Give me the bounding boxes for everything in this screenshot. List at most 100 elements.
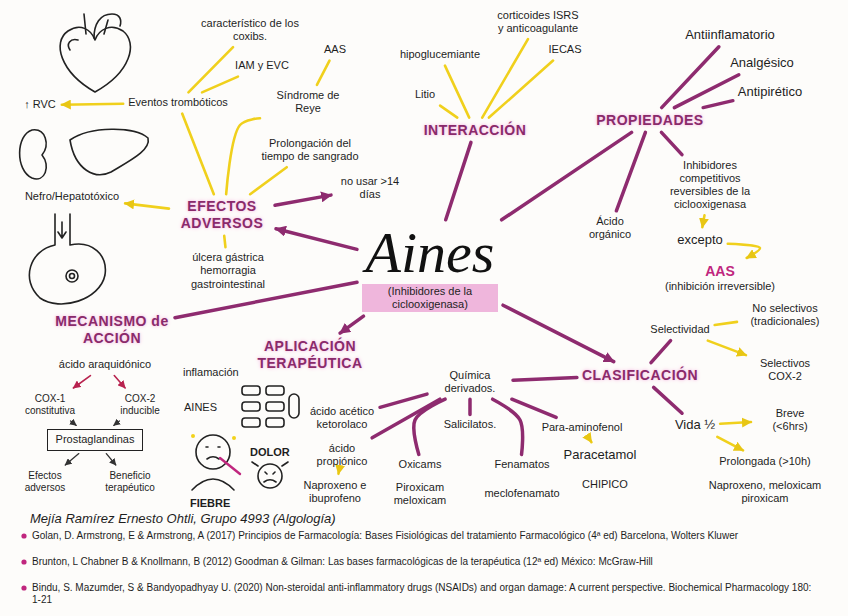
central-topic: Aines(Inhibidores de la ciclooxigenasa)	[360, 223, 500, 313]
illustration-label: FIEBRE	[190, 497, 230, 510]
heading-text: EFECTOS ADVERSOS	[174, 198, 270, 232]
central-title: Aines	[362, 224, 498, 282]
reference-entry: Bindu, S. Mazumder, S & Bandyopadhyay U.…	[32, 582, 822, 606]
heading-text: CLASIFICACIÓN	[582, 367, 698, 384]
connector	[188, 47, 233, 92]
illustration-label: inflamación	[183, 366, 239, 379]
concept-label: Naproxeno, meloxicam piroxicam	[702, 479, 828, 505]
concept-node: Oxicams	[397, 457, 444, 472]
concept-label: ácido acético ketorolaco	[309, 405, 375, 431]
concept-node: Síndrome de Reye	[263, 88, 353, 116]
concept-node: Nefro/Hepatotóxico	[23, 189, 121, 204]
stomach-drawing	[29, 214, 105, 304]
concept-label: hipoglucemiante	[400, 48, 480, 61]
connector	[276, 229, 357, 250]
concept-label: Antiinflamatorio	[685, 27, 775, 43]
concept-label: Breve (<6hrs)	[757, 407, 823, 433]
heading-text: MECANISMO de ACCIÓN	[54, 313, 170, 347]
connector	[513, 378, 577, 381]
kidney-drawing	[20, 130, 47, 179]
connector	[380, 394, 427, 407]
concept-label: Nefro/Hepatotóxico	[25, 190, 119, 203]
illustration-label: DOLOR	[250, 446, 290, 459]
heart-vessels	[68, 14, 120, 50]
concept-label: corticoides ISRS y anticoagulante	[495, 9, 581, 35]
concept-node: característico de los coxibs.	[195, 16, 305, 44]
connector	[702, 215, 704, 227]
concept-label: Prostaglandinas	[56, 433, 135, 446]
branch-heading: INTERACCIÓN	[422, 121, 529, 140]
concept-node: ↑ RVC	[22, 97, 58, 112]
concept-label: Eventos trombóticos	[128, 96, 228, 109]
concept-label: Síndrome de Reye	[265, 89, 351, 115]
pain-face	[258, 464, 282, 488]
heading-text: INTERACCIÓN	[424, 122, 527, 139]
connector	[651, 341, 671, 363]
concept-label: meclofenamato	[484, 487, 559, 500]
connector	[340, 316, 363, 333]
concept-node: Química derivados.	[430, 368, 510, 396]
connector	[73, 376, 90, 388]
ulcer-core	[70, 274, 75, 279]
concept-label: COX-1 constitutiva	[17, 393, 83, 417]
concept-node: Naproxeno e ibuprofeno	[290, 478, 380, 506]
thermometer	[220, 458, 240, 474]
capsule	[289, 394, 299, 418]
concept-label: Química derivados.	[432, 369, 508, 395]
concept-node: AAS(inhibición irreversible)	[663, 262, 777, 294]
concept-label: Selectividad	[650, 323, 709, 336]
illustration-label: CHIPICO	[582, 478, 628, 491]
connector	[616, 132, 645, 210]
branch-heading: MECANISMO de ACCIÓN	[52, 312, 172, 348]
concept-label: Vida ½	[675, 417, 715, 433]
stomach-down-arrow	[58, 222, 66, 238]
reference-entry: Brunton, L Chabner B & Knollmann, B (201…	[32, 556, 653, 568]
concept-label: ↑ RVC	[24, 98, 56, 111]
concept-label: no usar >14 días	[337, 175, 403, 201]
connector	[715, 322, 737, 325]
branch-heading: PROPIEDADES	[594, 111, 705, 130]
connector	[65, 454, 79, 465]
connector	[106, 454, 116, 465]
connector	[372, 399, 440, 438]
pill	[242, 386, 260, 395]
concept-node: IAM y EVC	[233, 58, 291, 73]
process-box: Prostaglandinas	[47, 429, 144, 450]
concept-label: Naproxeno e ibuprofeno	[292, 479, 378, 505]
concept-node: Antiinflamatorio	[683, 26, 777, 44]
connector	[62, 102, 123, 105]
liver-drawing	[70, 129, 148, 174]
concept-label: IAM y EVC	[235, 59, 289, 72]
connector	[489, 61, 553, 118]
concept-node: Salicilatos.	[442, 417, 499, 432]
concept-label: Analgésico	[730, 55, 794, 71]
concept-label: No selectivos (tradicionales)	[742, 302, 828, 328]
connector	[224, 236, 225, 247]
heading-text: PROPIEDADES	[596, 112, 703, 129]
concept-node: Naproxeno, meloxicam piroxicam	[700, 478, 830, 506]
concept-node: Beneficio terapéutico	[93, 469, 167, 495]
connector	[446, 142, 471, 219]
connector	[493, 399, 523, 454]
connector	[114, 376, 125, 388]
connector	[468, 399, 472, 414]
heart-drawing	[60, 27, 130, 92]
branch-heading: EFECTOS ADVERSOS	[172, 197, 272, 233]
reference-bullet	[21, 585, 26, 590]
subtitle: (Inhibidores de la ciclooxigenasa)	[362, 284, 498, 312]
sweat-drop	[191, 434, 195, 438]
illustration-label: AINES	[184, 401, 217, 414]
concept-node: IECAS	[546, 42, 583, 57]
heading-text: APLICACIÓN TERAPÉUTICA	[247, 338, 373, 372]
concept-node: COX-2 inducible	[105, 392, 175, 418]
concept-node: Efectos adversos	[13, 469, 77, 495]
concept-node: Vida ½	[673, 416, 717, 434]
concept-node: ácido acético ketorolaco	[307, 404, 377, 432]
concept-node: no usar >14 días	[335, 174, 405, 202]
connector	[114, 421, 120, 425]
connector	[317, 61, 330, 85]
concept-node: Paracetamol	[562, 446, 639, 464]
branch-heading: APLICACIÓN TERAPÉUTICA	[245, 337, 375, 373]
concept-node: Prolongada (>10h)	[717, 454, 812, 469]
connector	[226, 118, 260, 194]
